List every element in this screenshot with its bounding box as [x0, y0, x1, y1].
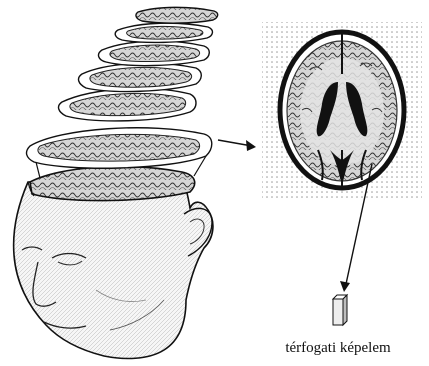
voxel-cube — [333, 295, 347, 325]
slice-4 — [99, 41, 210, 66]
slice-6 — [136, 7, 218, 23]
voxel-label: térfogati képelem — [258, 340, 418, 357]
slice-2 — [59, 88, 196, 120]
slice-3 — [79, 63, 202, 91]
brain-slice-stack — [27, 7, 218, 178]
mri-axial-slice — [262, 22, 422, 198]
slice-5 — [115, 23, 212, 42]
head-face — [14, 178, 213, 358]
head-brain-top — [30, 167, 195, 201]
arrow-to-slice — [218, 140, 256, 151]
slice-1 — [27, 128, 212, 168]
head-illustration — [14, 167, 213, 359]
